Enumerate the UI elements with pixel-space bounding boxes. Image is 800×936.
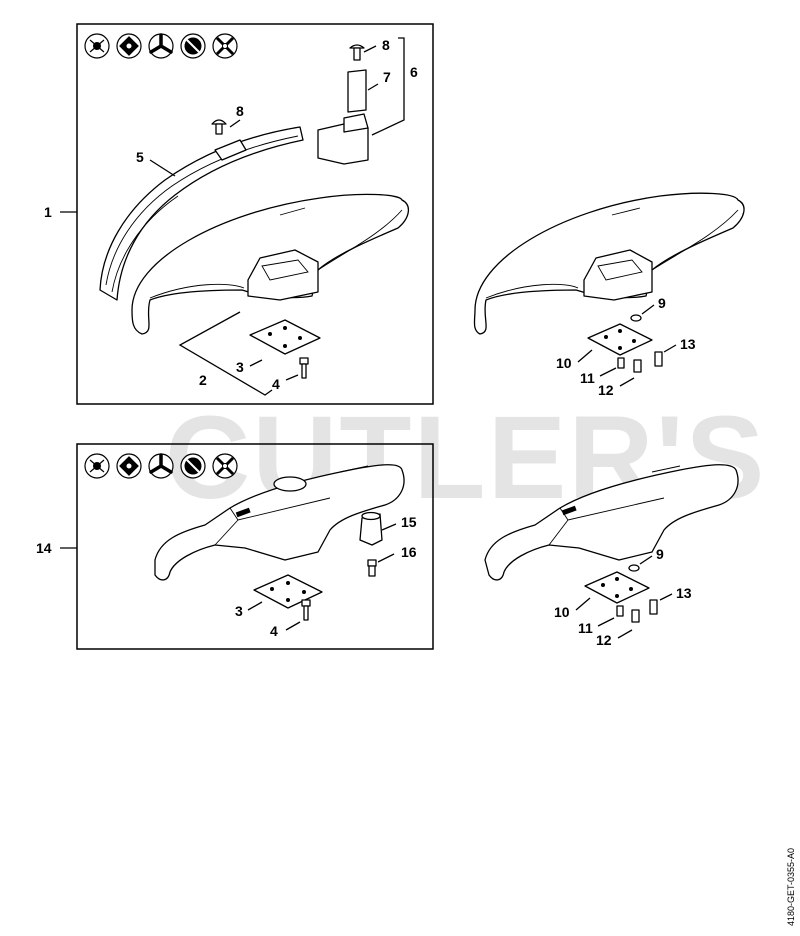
callout-16: 16 — [401, 544, 417, 560]
leader-13-top — [663, 344, 677, 353]
leader-8-right — [363, 45, 377, 53]
leader-11-bottom — [597, 617, 615, 627]
callout-7: 7 — [383, 69, 391, 85]
leader-15 — [381, 523, 397, 531]
leader-5 — [149, 159, 176, 177]
callout-6: 6 — [410, 64, 418, 80]
callout-4-bottom: 4 — [270, 623, 278, 639]
leader-7 — [367, 83, 379, 91]
callout-11-bottom: 11 — [578, 620, 593, 636]
leader-2 — [178, 311, 273, 396]
main-guard — [131, 193, 409, 335]
callout-2: 2 — [199, 372, 207, 388]
frame-top — [76, 23, 434, 405]
callout-9-bottom: 9 — [656, 546, 664, 562]
three-tooth-blade-icon — [148, 453, 174, 479]
callout-5: 5 — [136, 149, 144, 165]
screw-4-top — [299, 357, 309, 379]
three-tooth-blade-icon — [148, 33, 174, 59]
screw-11-bottom — [616, 605, 624, 617]
icon-row-bottom — [84, 453, 238, 479]
washer-9-top — [630, 314, 642, 322]
plate-10-bottom — [584, 571, 650, 604]
four-tooth-blade-icon — [116, 453, 142, 479]
callout-11-top: 11 — [580, 370, 595, 386]
frame-bottom — [76, 443, 434, 650]
leader-6 — [371, 37, 405, 136]
callout-4: 4 — [272, 376, 280, 392]
part-15 — [359, 511, 383, 546]
screw-12-bottom — [631, 609, 640, 623]
callout-3: 3 — [236, 359, 244, 375]
plate-10-top — [587, 323, 653, 356]
callout-3-bottom: 3 — [235, 603, 243, 619]
screw-13-bottom — [649, 599, 658, 615]
screw-8-left — [211, 119, 227, 135]
assembly-box-top: 8 8 7 6 5 3 2 4 — [76, 23, 434, 405]
leader-13-bottom — [659, 593, 673, 601]
icon-row-top — [84, 33, 238, 59]
callout-13-top: 13 — [680, 336, 696, 352]
assembly-box-bottom: 15 16 3 4 — [76, 443, 434, 650]
guard-plate — [99, 126, 304, 301]
callout-13-bottom: 13 — [676, 585, 692, 601]
plate-3-bottom — [253, 574, 323, 609]
mowing-line-head-icon — [84, 33, 110, 59]
callout-10-bottom: 10 — [554, 604, 570, 620]
leader-9-top — [641, 304, 655, 315]
callout-15: 15 — [401, 514, 417, 530]
callout-8-right: 8 — [382, 37, 390, 53]
leader-9-bottom — [639, 555, 653, 565]
bracket-assembly — [317, 44, 369, 165]
leader-10-top — [577, 349, 593, 363]
leader-8-left — [229, 119, 241, 128]
screw-4-bottom — [301, 599, 311, 621]
brush-knife-icon — [212, 33, 238, 59]
circular-saw-blade-icon — [180, 33, 206, 59]
drawing-code: 4180-GET-0355-A0 — [786, 848, 796, 926]
leader-4-bottom — [285, 621, 301, 631]
washer-9-bottom — [628, 564, 640, 572]
four-tooth-blade-icon — [116, 33, 142, 59]
screw-16 — [367, 559, 377, 577]
plate-3-top — [249, 319, 321, 355]
callout-12-bottom: 12 — [596, 632, 612, 648]
mowing-line-head-icon — [84, 453, 110, 479]
callout-12-top: 12 — [598, 382, 614, 398]
leader-16 — [377, 553, 395, 563]
leader-11-top — [599, 367, 617, 377]
screw-12-top — [633, 359, 642, 373]
leader-3 — [249, 359, 263, 367]
leader-12-top — [619, 377, 635, 387]
callout-10-top: 10 — [556, 355, 572, 371]
assembly-bottom-right: 9 10 11 12 13 — [484, 464, 739, 648]
leader-3-bottom — [247, 601, 263, 611]
callout-9-top: 9 — [658, 295, 666, 311]
screw-13-top — [654, 351, 663, 367]
circular-saw-blade-icon — [180, 453, 206, 479]
leader-10-bottom — [575, 597, 591, 611]
leader-4 — [285, 374, 299, 381]
callout-1: 1 — [44, 204, 52, 220]
leader-12-bottom — [617, 629, 633, 639]
callout-8-left: 8 — [236, 103, 244, 119]
guard-14 — [154, 464, 405, 581]
brush-knife-icon — [212, 453, 238, 479]
screw-11-top — [617, 357, 625, 369]
assembly-top-right: 9 10 11 12 13 — [473, 192, 745, 398]
callout-14: 14 — [36, 540, 52, 556]
